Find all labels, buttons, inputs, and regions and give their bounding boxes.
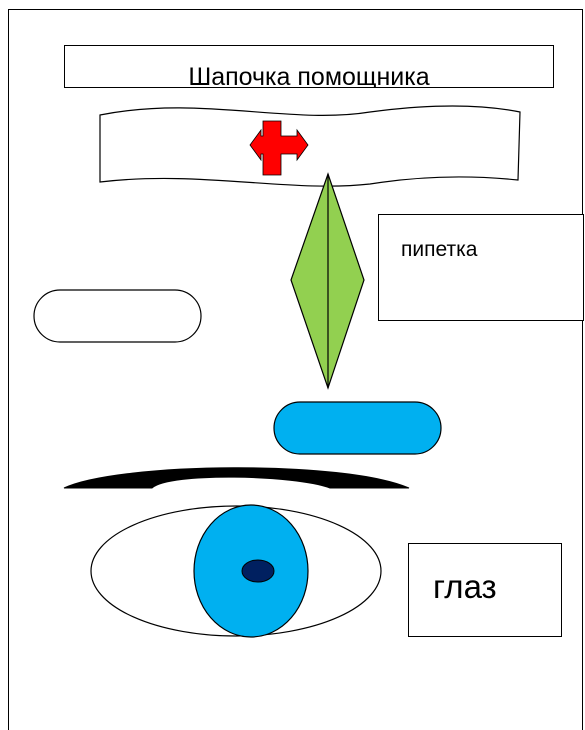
eye-icon <box>90 504 382 638</box>
white-capsule <box>33 289 202 343</box>
cap-label: Шапочка помощника <box>188 63 430 88</box>
pipette-label-box: пипетка <box>378 214 584 321</box>
cap-band <box>99 105 521 187</box>
cap-label-box: Шапочка помощника <box>64 45 554 88</box>
red-cross-icon <box>249 120 309 176</box>
page-frame <box>8 9 583 730</box>
eye-label-box: глаз <box>408 543 562 637</box>
eye-label: глаз <box>433 568 497 605</box>
eyebrow <box>63 467 410 489</box>
pipette-label: пипетка <box>401 238 478 261</box>
pipette-rhombus <box>290 172 365 390</box>
blue-capsule <box>273 401 442 455</box>
